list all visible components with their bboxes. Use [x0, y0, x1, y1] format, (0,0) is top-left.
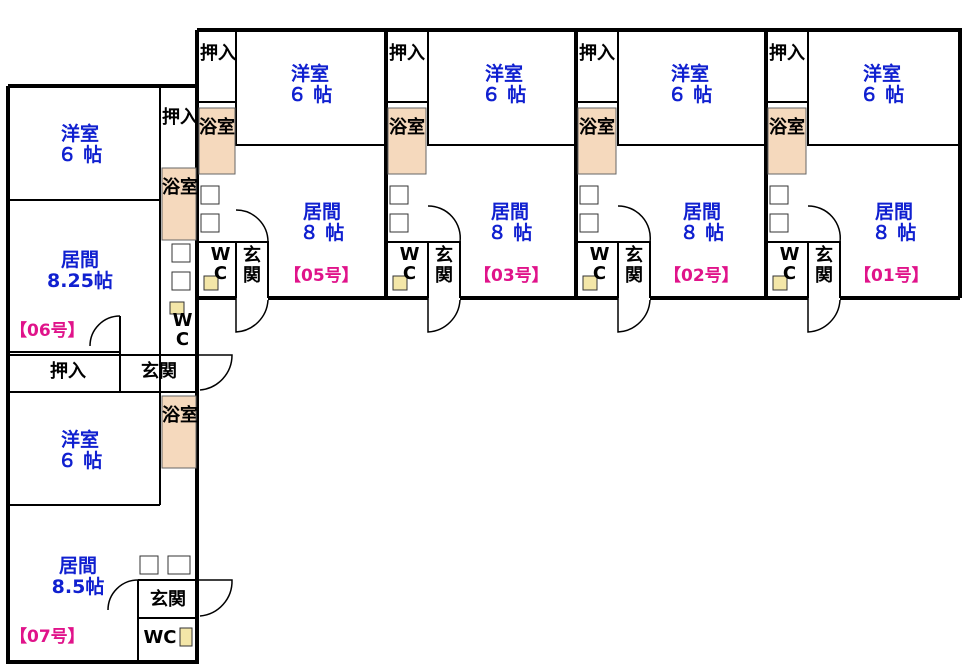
entrance-label-u01: 玄関 — [810, 246, 838, 286]
room-size: ８ 帖 — [487, 221, 533, 244]
bath-text: 浴室 — [162, 405, 198, 426]
room-size: ６ 帖 — [859, 83, 905, 106]
room-yoshitsu-u02: 洋室 ６ 帖 — [630, 64, 750, 106]
room-name: 居間 — [302, 201, 341, 223]
wc-label-u05: WC — [200, 244, 231, 282]
room-kyoma-u02: 居間 ８ 帖 — [642, 202, 762, 244]
room-name: 居間 — [490, 201, 529, 223]
wc-text: WC — [779, 244, 800, 282]
bath-text: 浴室 — [162, 177, 198, 198]
room-name: 洋室 — [290, 63, 329, 85]
wc-text: WC — [143, 627, 177, 648]
entrance-label-u06: 玄関 — [124, 362, 194, 382]
room-yoshitsu-u01: 洋室 ６ 帖 — [822, 64, 942, 106]
wc-text: WC — [172, 310, 193, 348]
bath-label-u01: 浴室 — [768, 118, 806, 138]
closet-text: 押入 — [200, 43, 236, 64]
wc-label-u07: WC — [142, 628, 178, 648]
room-name: 居間 — [682, 201, 721, 223]
room-size: 8.5帖 — [51, 575, 105, 598]
entrance-text: 玄関 — [625, 245, 643, 286]
room-kyoma-u05: 居間 ８ 帖 — [262, 202, 382, 244]
room-yoshitsu-u07: 洋室 ６ 帖 — [20, 430, 140, 472]
room-name: 洋室 — [862, 63, 901, 85]
room-name: 居間 — [874, 201, 913, 223]
closet-text: 押入 — [769, 43, 805, 64]
unit-number-u01: 【01号】 — [854, 266, 929, 286]
bath-label-u03: 浴室 — [388, 118, 426, 138]
room-size: ６ 帖 — [667, 83, 713, 106]
room-name: 洋室 — [484, 63, 523, 85]
room-size: ８ 帖 — [871, 221, 917, 244]
room-name: 洋室 — [670, 63, 709, 85]
wc-text: WC — [210, 244, 231, 282]
entrance-label-u02: 玄関 — [620, 246, 648, 286]
closet-label-u05: 押入 — [200, 43, 236, 64]
room-kyoma-u06: 居間 8.25帖 — [20, 250, 140, 292]
closet-label-u02: 押入 — [579, 44, 615, 64]
closet-text: 押入 — [162, 107, 198, 128]
bath-text: 浴室 — [769, 117, 805, 138]
closet-text: 押入 — [579, 43, 615, 64]
room-size: ６ 帖 — [57, 449, 103, 472]
room-size: ８ 帖 — [679, 221, 725, 244]
room-size: ６ 帖 — [481, 83, 527, 106]
room-size: ６ 帖 — [57, 143, 103, 166]
entrance-text: 玄関 — [150, 589, 186, 610]
closet-label-u01: 押入 — [769, 44, 805, 64]
bath-label-u02: 浴室 — [578, 118, 616, 138]
closet-text: 押入 — [50, 361, 86, 382]
room-kyoma-u07: 居間 8.5帖 — [18, 556, 138, 598]
unit-number-u05: 【05号】 — [284, 266, 359, 286]
wc-text: WC — [589, 244, 610, 282]
bath-label-u07: 浴室 — [162, 405, 198, 426]
room-name: 洋室 — [60, 123, 99, 145]
entrance-label-u03: 玄関 — [430, 246, 458, 286]
room-name: 居間 — [58, 555, 97, 577]
room-kyoma-u01: 居間 ８ 帖 — [834, 202, 954, 244]
wc-label-u03: WC — [389, 244, 420, 282]
bath-text: 浴室 — [389, 117, 425, 138]
wc-label-u06: WC — [164, 310, 193, 348]
entrance-text: 玄関 — [243, 245, 261, 286]
bath-text: 浴室 — [199, 117, 235, 138]
entrance-text: 玄関 — [141, 361, 177, 382]
room-yoshitsu-u03: 洋室 ６ 帖 — [444, 64, 564, 106]
bath-text: 浴室 — [579, 117, 615, 138]
entrance-label-u07: 玄関 — [140, 590, 196, 610]
room-kyoma-u03: 居間 ８ 帖 — [450, 202, 570, 244]
room-size: ６ 帖 — [287, 83, 333, 106]
room-name: 居間 — [60, 249, 99, 271]
unit-number-u03: 【03号】 — [474, 266, 549, 286]
closet-label-06b: 押入 — [20, 362, 116, 382]
wc-text: WC — [399, 244, 420, 282]
room-yoshitsu-u05: 洋室 ６ 帖 — [250, 64, 370, 106]
wc-label-u01: WC — [769, 244, 800, 282]
entrance-text: 玄関 — [435, 245, 453, 286]
closet-text: 押入 — [389, 43, 425, 64]
bath-label-u05: 浴室 — [199, 118, 235, 138]
closet-label-u06: 押入 — [162, 108, 198, 128]
unit-number-u07: 【07号】 — [10, 627, 85, 647]
wc-label-u02: WC — [579, 244, 610, 282]
room-yoshitsu-u06: 洋室 ６ 帖 — [20, 124, 140, 166]
room-size: ８ 帖 — [299, 221, 345, 244]
room-name: 洋室 — [60, 429, 99, 451]
unit-number-u02: 【02号】 — [664, 266, 739, 286]
unit-number-u06: 【06号】 — [10, 321, 85, 341]
entrance-label-u05: 玄関 — [238, 246, 266, 286]
entrance-text: 玄関 — [815, 245, 833, 286]
room-size: 8.25帖 — [47, 269, 113, 292]
closet-label-u03: 押入 — [389, 44, 425, 64]
bath-label-u06: 浴室 — [162, 177, 198, 198]
